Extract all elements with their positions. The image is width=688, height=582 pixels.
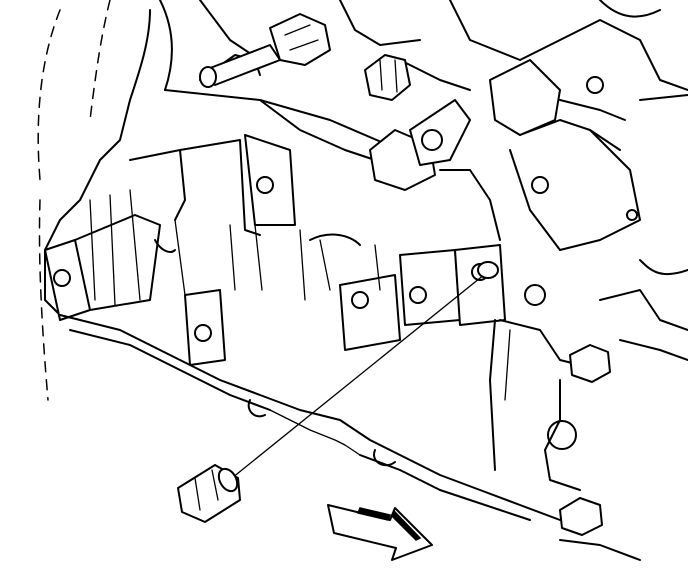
phantom-outline bbox=[37, 0, 111, 401]
engine-block-body bbox=[44, 0, 688, 316]
upper-hex-bolt bbox=[364, 54, 411, 101]
bearing-caps bbox=[44, 134, 506, 366]
stud-bolt bbox=[199, 13, 331, 88]
plug-leader-line bbox=[231, 261, 499, 479]
upper-deck bbox=[199, 54, 641, 306]
right-lower-structure bbox=[489, 259, 688, 561]
plug-icon bbox=[177, 464, 241, 523]
oil-pan-rail bbox=[59, 314, 561, 521]
forward-arrow-icon bbox=[327, 504, 433, 561]
block-webs bbox=[89, 189, 381, 306]
